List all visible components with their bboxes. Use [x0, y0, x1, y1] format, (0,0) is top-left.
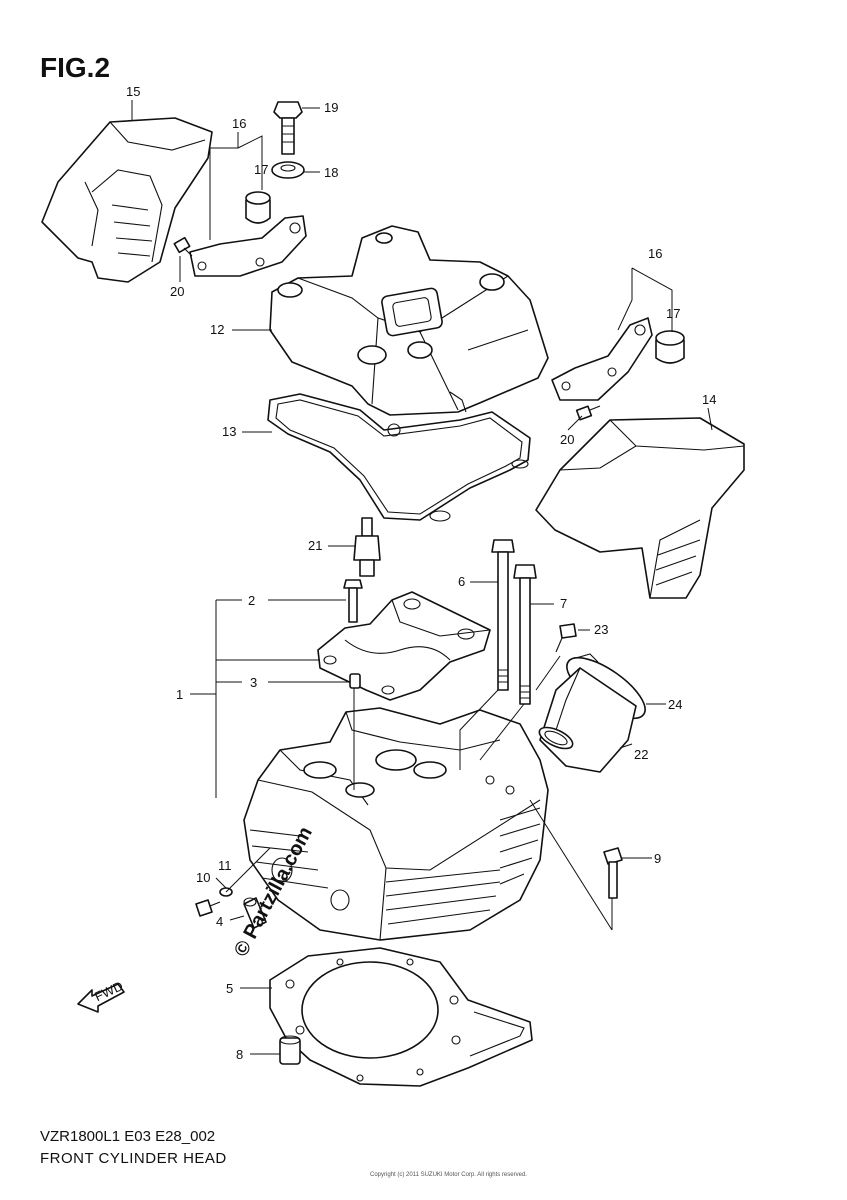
part-17-grommet-left[interactable] [245, 191, 271, 224]
callout-3: 3 [250, 675, 257, 690]
callout-12: 12 [210, 322, 224, 337]
callout-14: 14 [702, 392, 716, 407]
part-20-bolt-left[interactable] [173, 236, 193, 257]
part-9-bolt[interactable] [603, 847, 623, 899]
part-8-dowel[interactable] [279, 1035, 301, 1065]
callout-16-left: 16 [232, 116, 246, 131]
callout-24: 24 [668, 697, 682, 712]
callout-9: 9 [654, 851, 661, 866]
part-18-washer[interactable] [271, 161, 305, 179]
callout-15: 15 [126, 84, 140, 99]
figure-code: VZR1800L1 E03 E28_002 [40, 1128, 216, 1145]
part-14-side-cover[interactable] [535, 417, 745, 599]
callout-19: 19 [324, 100, 338, 115]
callout-22: 22 [634, 747, 648, 762]
callout-7: 7 [560, 596, 567, 611]
copyright-notice: Copyright (c) 2011 SUZUKI Motor Corp. Al… [370, 1172, 527, 1178]
part-15-side-cover[interactable] [41, 117, 213, 283]
part-16-bracket-right[interactable] [551, 317, 653, 401]
fwd-arrow-icon: FWD [77, 978, 125, 1013]
callout-16-right: 16 [648, 246, 662, 261]
part-10-bolt[interactable] [195, 899, 221, 917]
part-6-stud-bolt[interactable] [491, 539, 515, 691]
part-5-head-gasket[interactable] [269, 947, 533, 1087]
callout-20-right: 20 [560, 432, 574, 447]
callout-11: 11 [218, 858, 232, 873]
part-2-bolt[interactable] [343, 579, 363, 623]
part-22-intake-pipe[interactable] [536, 667, 637, 773]
callout-4: 4 [216, 914, 223, 929]
callout-17-left: 17 [254, 162, 268, 177]
part-17-grommet-right[interactable] [655, 330, 685, 364]
figure-title: FIG.2 [40, 52, 111, 83]
part-16-bracket-left[interactable] [189, 215, 307, 277]
callout-18: 18 [324, 165, 338, 180]
callout-2: 2 [248, 593, 255, 608]
part-4-fitting[interactable] [243, 897, 267, 929]
callout-10: 10 [196, 870, 210, 885]
camshaft-holder[interactable] [317, 591, 491, 701]
part-3-dowel-pin[interactable] [349, 673, 361, 689]
part-12-head-cover[interactable] [269, 225, 549, 416]
callout-labels: 15 16 17 19 18 20 12 13 16 17 20 14 21 2… [126, 84, 716, 1062]
callout-6: 6 [458, 574, 465, 589]
part-19-bolt[interactable] [273, 101, 303, 155]
part-7-stud-bolt[interactable] [513, 564, 537, 705]
part-21-spark-plug[interactable] [353, 517, 381, 577]
callout-8: 8 [236, 1047, 243, 1062]
figure-name: FRONT CYLINDER HEAD [40, 1150, 227, 1167]
callout-1: 1 [176, 687, 183, 702]
callout-21: 21 [308, 538, 322, 553]
cylinder-head[interactable] [243, 707, 549, 941]
callout-23: 23 [594, 622, 608, 637]
part-13-cover-gasket[interactable] [267, 393, 531, 522]
part-23-screw[interactable] [555, 623, 577, 653]
callout-17-right: 17 [666, 306, 680, 321]
callout-13: 13 [222, 424, 236, 439]
leader-lines [131, 100, 713, 1055]
callout-20-left: 20 [170, 284, 184, 299]
part-20-bolt-right[interactable] [575, 405, 601, 421]
cooling-fins [249, 807, 541, 925]
callout-5: 5 [226, 981, 233, 996]
